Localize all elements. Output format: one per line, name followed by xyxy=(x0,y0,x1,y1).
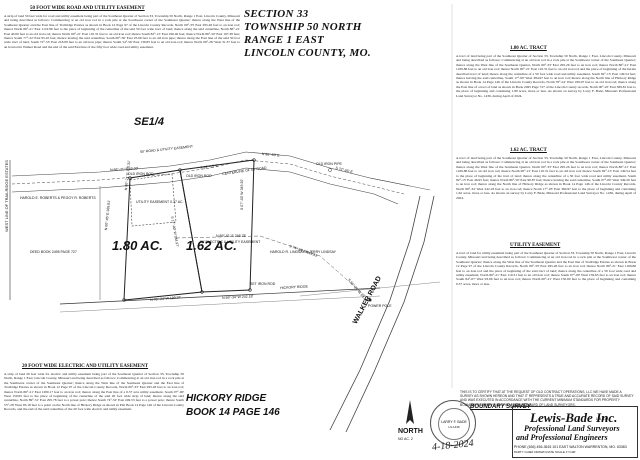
east-tract-line xyxy=(369,177,431,191)
firm-contact: PHONE (636) 456-3615 101 EAST WALTON WAR… xyxy=(514,445,627,449)
scale-label: NO AC. 2 xyxy=(398,437,413,441)
header-county: LINCOLN COUNTY, MO. xyxy=(244,47,371,59)
plat-label: S 07°-00' W 349.20' xyxy=(240,179,244,210)
firm-line-engineers: and Professional Engineers xyxy=(516,433,608,442)
road-easement-text: A strip of land 50 feet wide for road an… xyxy=(4,14,240,49)
road-easement-south-line xyxy=(11,167,399,205)
north-arrow-icon xyxy=(406,400,414,424)
hickory-ridge-parallel-line xyxy=(59,295,381,313)
hickory-ridge-name: HICKORY RIDGE xyxy=(186,393,267,404)
plat-label: DEED BOOK 2495 PAGE 727 xyxy=(30,250,77,254)
header-range: RANGE 1 EAST xyxy=(244,34,325,46)
header-township: TOWNSHIP 50 NORTH xyxy=(244,21,362,33)
iron-rod-marker xyxy=(200,290,204,294)
road-easement-north-line xyxy=(11,151,411,187)
plat-label: UTILITY EASEMENT 0.37 AC. xyxy=(136,200,184,204)
iron-rod-marker xyxy=(128,176,132,180)
hickory-ridge-north-line xyxy=(59,287,381,305)
seal-name: LARRY F. BADE xyxy=(441,420,467,424)
electric-easement-text: A strip of land 20 feet wide for electri… xyxy=(4,372,184,412)
firm-name: Lewis-Bade Inc. xyxy=(530,410,618,425)
acre-label-180: 1.80 AC. xyxy=(112,238,163,253)
walker-road-west-edge xyxy=(329,195,421,431)
west-line-label: WEST LINE OF TRAILRIDGE ESTATES xyxy=(4,160,9,232)
tract-180-text: A tract of land being part of the Southe… xyxy=(456,54,636,98)
tract-162-boundary xyxy=(179,159,255,293)
iron-rod-marker xyxy=(252,158,256,162)
plat-label: HAROLD R. LINDSAY & JERRY LINDSAY xyxy=(270,250,337,254)
southeast-line xyxy=(299,281,441,297)
header-section: SECTION 33 xyxy=(244,8,309,20)
section-header: SECTION 33 TOWNSHIP 50 NORTH RANGE 1 EAS… xyxy=(244,8,434,60)
iron-rod-marker xyxy=(122,298,126,302)
firm-line-surveyors: Professional Land Surveyors xyxy=(524,424,620,433)
electric-easement-centerline xyxy=(175,235,371,301)
title-block-box xyxy=(512,406,638,458)
utility-easement-boundary xyxy=(129,173,177,227)
seal-inner-ring: LARRY F. BADE LS-1436 xyxy=(438,408,470,440)
iron-rod-marker xyxy=(178,168,182,172)
plat-label: SET IRON ROD xyxy=(250,282,276,286)
plat-label: N 89°-51' E 295.78' xyxy=(216,234,247,238)
boundary-survey-title: BOUNDARY SURVEY xyxy=(470,404,531,410)
electric-easement-title: 20 FOOT WIDE ELECTRIC AND UTILITY EASEME… xyxy=(22,364,149,369)
plat-label: 20' ELECTRIC & UTILITY EASEMENT xyxy=(200,240,261,244)
iron-pipe-marker xyxy=(328,168,332,172)
certification-text: THIS IS TO CERTIFY THAT AT THE REQUEST O… xyxy=(460,390,634,407)
title-block-rows: PARTY CHIEF DRAWN DATE SCALE 1"=100' xyxy=(514,450,576,454)
hickory-ridge-book: BOOK 14 PAGE 146 xyxy=(186,407,280,418)
tract-180-boundary xyxy=(123,169,203,301)
tract-162-title: 1.62 AC. TRACT xyxy=(510,148,547,153)
quarter-section-label: SE1/4 xyxy=(134,116,164,128)
utility-easement-title: UTILITY EASEMENT xyxy=(510,243,561,248)
acre-label-162: 1.62 AC. xyxy=(186,238,237,253)
tract-162-text: A tract of land being part of the Southe… xyxy=(456,156,636,200)
seal-number: LS-1436 xyxy=(448,425,460,429)
tract-180-title: 1.80 AC. TRACT xyxy=(510,46,547,51)
walker-road-east-edge xyxy=(345,195,435,433)
plat-label: OLD IRON ROD xyxy=(186,174,212,178)
road-easement-centerline xyxy=(11,159,405,195)
plat-label: OLD IRON ROD xyxy=(128,172,154,176)
road-easement-title: 50 FOOT WIDE ROAD AND UTILITY EASEMENT xyxy=(30,6,145,11)
job-number: LBI-312 xyxy=(596,417,609,421)
hickory-ridge-label: HICKORY RIDGE BOOK 14 PAGE 146 xyxy=(186,392,280,420)
utility-easement-text: A tract of land for utility easement bei… xyxy=(456,251,636,286)
surveyor-seal: LARRY F. BADE LS-1436 xyxy=(430,400,476,446)
iron-rod-marker xyxy=(248,288,252,292)
plat-label: POWER POLE xyxy=(368,304,392,308)
plat-label: OLD IRON PIPE xyxy=(316,162,342,166)
power-pole-marker xyxy=(368,298,372,302)
plat-label: HAROLD E. ROBERTS & PEGGY R. ROBERTS xyxy=(20,196,96,200)
north-label: NORTH xyxy=(398,428,423,435)
